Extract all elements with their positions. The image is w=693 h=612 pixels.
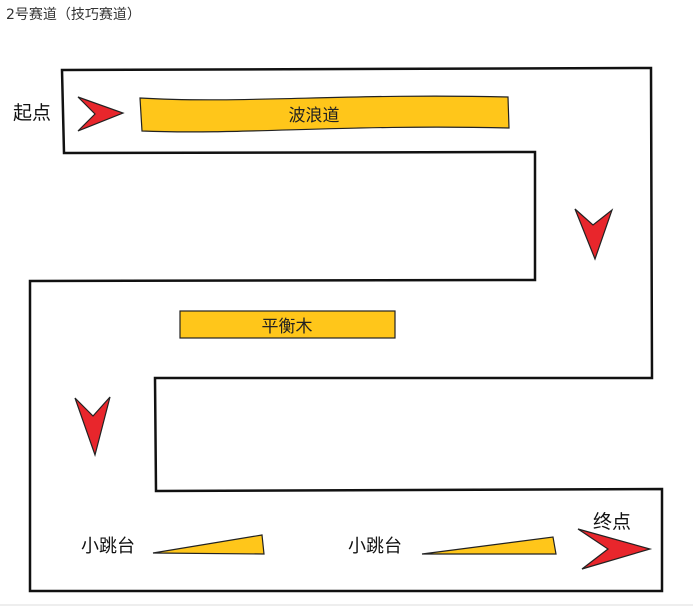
small-ramp-1-obstacle: [152, 534, 265, 555]
arrow-right-icon: [77, 96, 125, 132]
arrow-right-icon: [577, 528, 653, 570]
start-label: 起点: [13, 102, 51, 124]
small-ramp-2-obstacle: [421, 536, 557, 555]
arrow-down-icon: [574, 208, 614, 261]
balance-beam-obstacle: [179, 310, 396, 339]
small-ramp-2-label: 小跳台: [348, 536, 402, 557]
finish-label: 终点: [593, 511, 631, 533]
track-outline: [28, 66, 664, 593]
wave-road-obstacle: [139, 95, 510, 133]
small-ramp-1-label: 小跳台: [81, 536, 135, 557]
arrow-down-icon: [74, 396, 111, 458]
diagram-caption: 2号赛道（技巧赛道）: [6, 7, 141, 23]
balance-beam-label: 平衡木: [262, 317, 313, 337]
wave-road-label: 波浪道: [289, 106, 340, 126]
